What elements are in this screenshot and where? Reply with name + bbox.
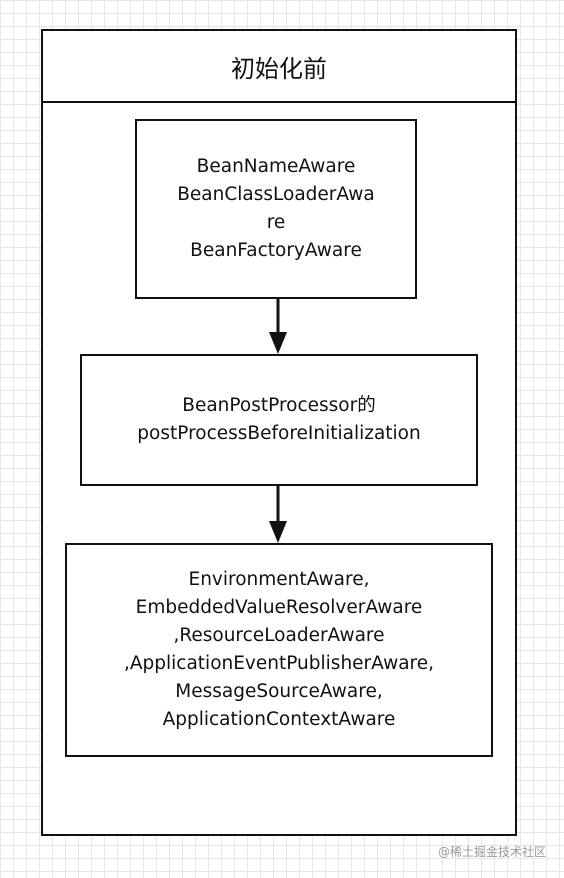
ctx-line: ,ApplicationEventPublisherAware, <box>123 653 434 674</box>
watermark: @稀土掘金技术社区 <box>437 845 546 859</box>
bpp-line: postProcessBeforeInitialization <box>137 423 421 444</box>
ctx-line: ApplicationContextAware <box>162 709 396 730</box>
flow-arrow-2 <box>269 486 287 543</box>
ctx-line: MessageSourceAware, <box>175 681 383 702</box>
aware-line: BeanClassLoaderAwa <box>177 184 375 205</box>
context-aware-interfaces-box[interactable]: EnvironmentAware, EmbeddedValueResolverA… <box>65 543 493 757</box>
aware-line: BeanNameAware <box>196 156 356 177</box>
ctx-line: ,ResourceLoaderAware <box>173 625 385 646</box>
ctx-line: EmbeddedValueResolverAware <box>135 597 423 618</box>
aware-line: BeanFactoryAware <box>190 240 362 261</box>
bpp-line: BeanPostProcessor的 <box>182 395 376 416</box>
container-header: 初始化前 <box>43 31 515 103</box>
ctx-line: EnvironmentAware, <box>188 569 370 590</box>
bean-post-processor-box[interactable]: BeanPostProcessor的 postProcessBeforeInit… <box>80 354 478 486</box>
flow-arrow-1 <box>269 299 287 354</box>
aware-interfaces-box[interactable]: BeanNameAware BeanClassLoaderAwa re Bean… <box>135 119 417 299</box>
aware-line: re <box>266 212 286 233</box>
